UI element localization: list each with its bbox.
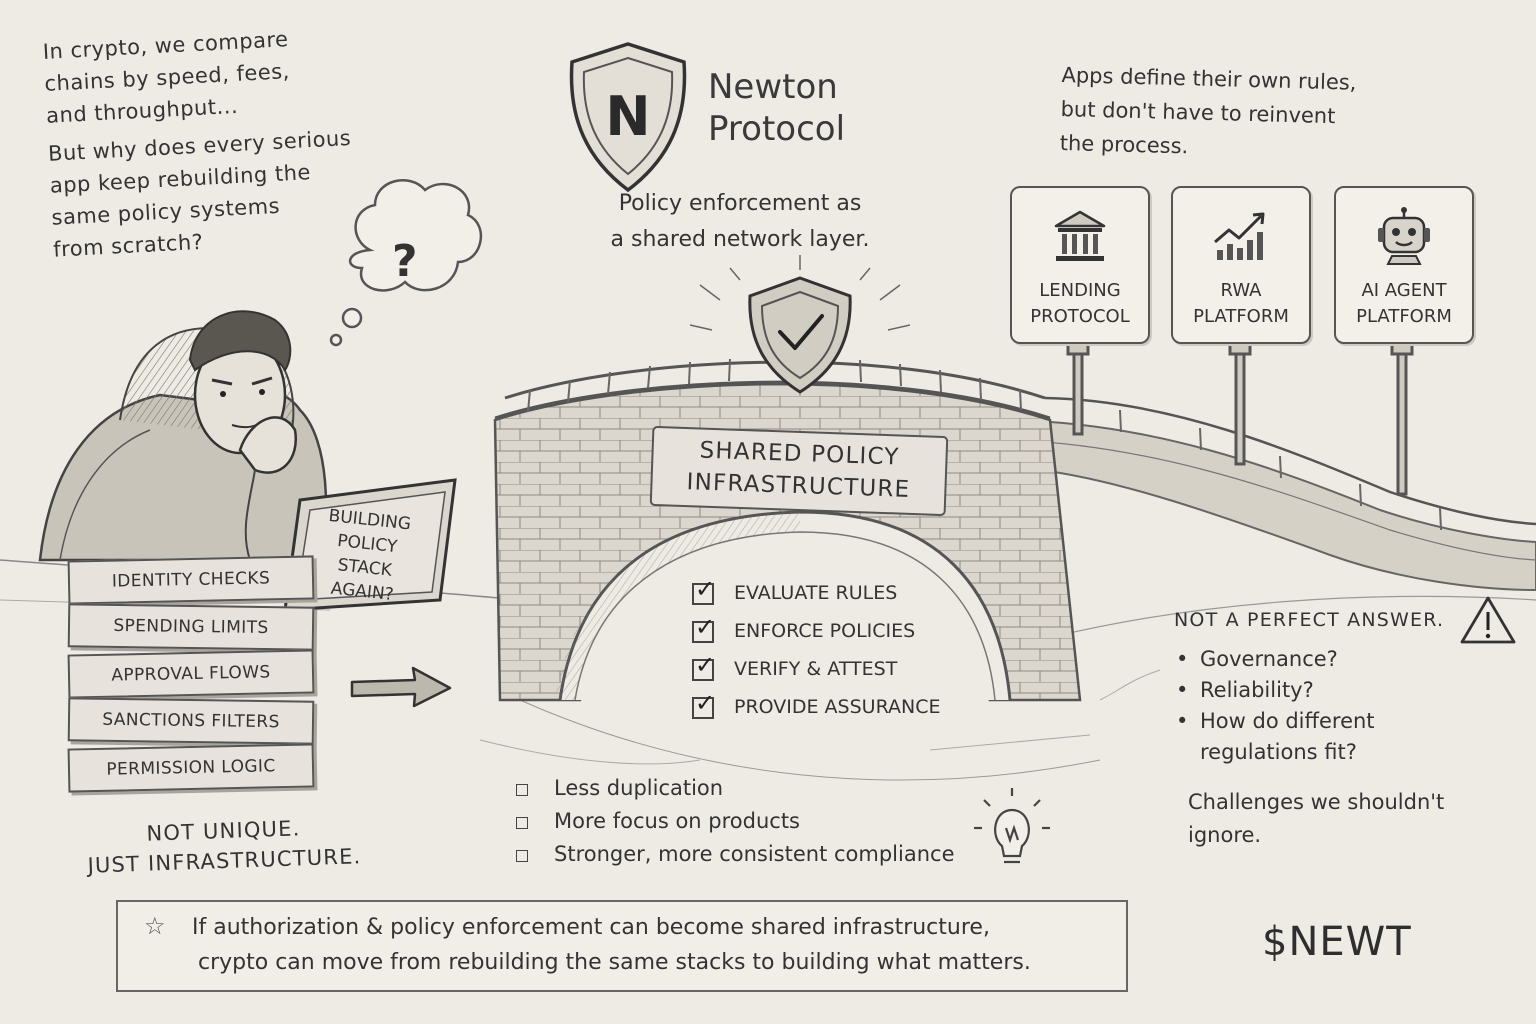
checklist-label: EVALUATE RULES	[734, 582, 898, 604]
token-ticker: $NEWT	[1262, 919, 1412, 965]
brand-tagline: Policy enforcement as a shared network l…	[580, 186, 900, 258]
bullet-icon: •	[1176, 709, 1189, 733]
app-card-label-line1: RWA	[1220, 280, 1262, 301]
brick-permission-logic: Permission logic	[67, 743, 315, 793]
benefit-label: More focus on products	[554, 809, 800, 833]
checkbox-icon	[692, 583, 714, 605]
newton-shield-logo: N	[569, 42, 687, 193]
benefit-item: Less duplication	[514, 772, 1014, 805]
app-card-rwa: RWA PLATFORM	[1171, 186, 1311, 344]
app-card-label: AI AGENT PLATFORM	[1340, 278, 1468, 330]
brick-sanctions-filters: Sanctions filters	[67, 697, 315, 745]
app-card-lending: LENDING PROTOCOL	[1010, 186, 1150, 344]
conclusion-text: If authorization & policy enforcement ca…	[192, 910, 1122, 980]
checkbox-icon	[692, 659, 714, 681]
checklist-item: ✓ VERIFY & ATTEST	[690, 650, 990, 688]
check-icon: ✓	[695, 575, 716, 603]
square-bullet-icon	[516, 850, 528, 862]
caveat-list: • Governance? • Reliability? • How do diffe…	[1174, 644, 1434, 768]
app-card-ai-agent: AI AGENT PLATFORM	[1334, 186, 1474, 344]
policy-brick-stack: Identity checks Spending limits Approval…	[67, 555, 315, 793]
checklist-item: ✓ PROVIDE ASSURANCE	[690, 688, 990, 726]
caveat-item: • Governance?	[1174, 644, 1434, 675]
app-card-label: LENDING PROTOCOL	[1016, 278, 1144, 330]
bank-icon	[1054, 210, 1106, 261]
square-bullet-icon	[516, 817, 528, 829]
lightbulb-icon	[974, 788, 1050, 864]
intro-text: In crypto, we compare chains by speed, f…	[42, 19, 384, 266]
bullet-icon: •	[1176, 678, 1189, 702]
caveat-note-line2: ignore.	[1188, 823, 1262, 847]
checklist-item: ✓ EVALUATE RULES	[690, 574, 990, 612]
thinking-developer-figure	[38, 310, 328, 562]
check-icon: ✓	[695, 689, 716, 717]
right-arrow-icon	[350, 666, 452, 708]
brand-name-line2: Protocol	[708, 109, 846, 149]
caveat-label: How do different regulations fit?	[1200, 709, 1375, 764]
benefit-label: Stronger, more consistent compliance	[554, 842, 955, 866]
checklist-label: VERIFY & ATTEST	[734, 658, 898, 680]
caveat-label: Governance?	[1200, 647, 1338, 671]
app-card-label-line2: PLATFORM	[1193, 306, 1289, 327]
benefit-item: Stronger, more consistent compliance	[514, 838, 1014, 871]
tagline-line2: a shared network layer.	[610, 227, 870, 252]
trend-chart-icon	[1214, 212, 1265, 260]
tagline-line1: Policy enforcement as	[618, 191, 862, 216]
app-card-label-line2: PLATFORM	[1356, 306, 1452, 327]
stack-caption: NOT UNIQUE. JUST INFRASTRUCTURE.	[63, 810, 385, 881]
conclusion-line1: If authorization & policy enforcement ca…	[192, 915, 990, 940]
brick-approval-flows: Approval flows	[67, 649, 315, 699]
caveat-note-line1: Challenges we shouldn't	[1188, 790, 1445, 814]
brick-spending-limits: Spending limits	[67, 603, 315, 651]
star-icon: ☆	[144, 912, 166, 940]
app-card-label-line1: AI AGENT	[1361, 280, 1447, 301]
apps-intro: Apps define their own rules, but don't h…	[1059, 58, 1442, 170]
square-bullet-icon	[516, 784, 528, 796]
app-card-label: RWA PLATFORM	[1177, 278, 1305, 330]
caveat-note: Challenges we shouldn't ignore.	[1188, 786, 1488, 852]
checkbox-icon	[692, 621, 714, 643]
checklist-label: PROVIDE ASSURANCE	[734, 696, 941, 718]
brand-name-line1: Newton	[708, 67, 838, 107]
logo-letter: N	[605, 85, 650, 148]
bridge-sign: SHARED POLICY INFRASTRUCTURE	[653, 429, 945, 513]
app-card-label-line1: LENDING	[1039, 280, 1121, 301]
conclusion-box	[116, 900, 1128, 992]
bullet-icon: •	[1176, 647, 1189, 671]
thought-bubble	[329, 179, 483, 347]
check-icon: ✓	[695, 651, 716, 679]
checklist-item: ✓ ENFORCE POLICIES	[690, 612, 990, 650]
caveat-label: Reliability?	[1200, 678, 1314, 702]
check-icon: ✓	[695, 613, 716, 641]
caveat-title: NOT A PERFECT ANSWER.	[1174, 609, 1445, 631]
checklist-label: ENFORCE POLICIES	[734, 620, 916, 642]
sign-posts	[1066, 338, 1414, 496]
caveat-item: • How do different regulations fit?	[1174, 706, 1434, 768]
caveat-item: • Reliability?	[1174, 675, 1434, 706]
benefits-list: Less duplication More focus on products …	[514, 772, 1014, 871]
brick-identity-checks: Identity checks	[67, 555, 315, 605]
app-card-label-line2: PROTOCOL	[1030, 306, 1130, 327]
conclusion-line2: crypto can move from rebuilding the same…	[198, 950, 1031, 975]
benefit-label: Less duplication	[554, 776, 724, 800]
benefit-item: More focus on products	[514, 805, 1014, 838]
verified-shield-icon	[689, 255, 911, 394]
question-mark-icon: ?	[392, 236, 418, 287]
laptop-screen-text: BUILDING POLICY STACK AGAIN?	[311, 503, 420, 609]
stone-bridge	[493, 358, 1536, 702]
checkbox-icon	[692, 697, 714, 719]
warning-icon	[1460, 596, 1516, 644]
robot-icon	[1378, 207, 1430, 265]
brand-name: Newton Protocol	[708, 66, 908, 150]
bridge-checklist: ✓ EVALUATE RULES ✓ ENFORCE POLICIES ✓ VE…	[690, 574, 990, 726]
